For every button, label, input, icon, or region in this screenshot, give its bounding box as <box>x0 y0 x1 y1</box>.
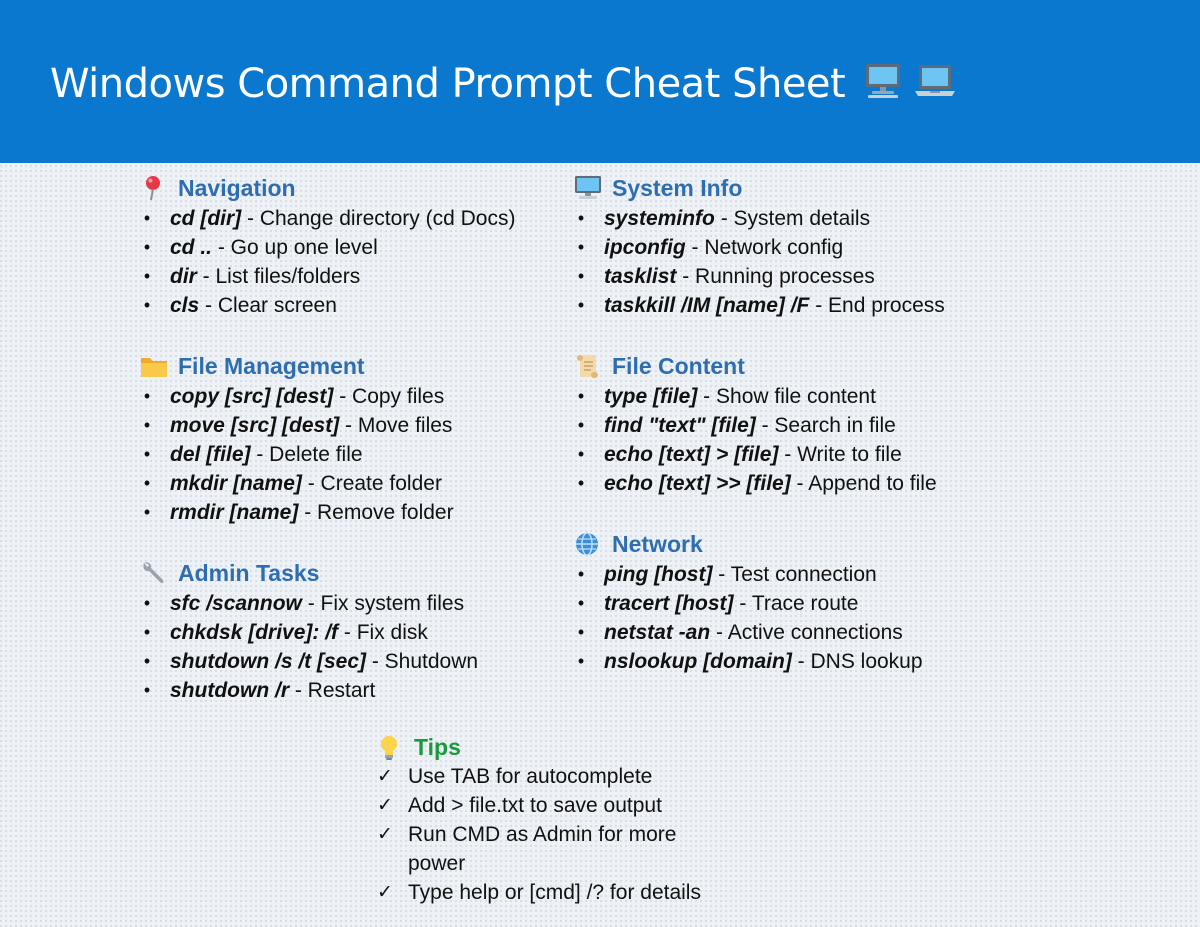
command: find "text" [file] <box>604 414 756 437</box>
description: - Show file content <box>697 385 876 408</box>
globe-icon <box>574 531 600 557</box>
description: - Network config <box>685 236 844 259</box>
command: rmdir [name] <box>170 501 299 524</box>
description: - Running processes <box>676 265 875 288</box>
section-title: Network <box>612 531 703 557</box>
description: - Delete file <box>250 443 363 466</box>
description: - Fix disk <box>338 621 428 644</box>
scroll-icon <box>574 353 600 379</box>
command: shutdown /r <box>170 679 289 702</box>
description: - Write to file <box>778 443 902 466</box>
page-title-text: Windows Command Prompt Cheat Sheet <box>50 61 846 107</box>
description: - Test connection <box>712 563 877 586</box>
description: - Move files <box>339 414 453 437</box>
description: - Create folder <box>301 472 442 495</box>
command: netstat -an <box>604 621 711 644</box>
command: cd [dir] <box>170 207 242 230</box>
command: tasklist <box>604 265 677 288</box>
desktop-computer-icon <box>574 175 601 201</box>
section-title: Admin Tasks <box>178 560 320 586</box>
tip-item: ✓Run CMD as Admin for more power <box>376 820 706 878</box>
command: taskkill /IM [name] /F <box>604 294 810 317</box>
section-title: File Content <box>612 353 745 379</box>
light-bulb-icon <box>376 734 402 760</box>
folder-icon <box>140 353 167 379</box>
description: - Copy files <box>333 385 445 408</box>
command: move [src] [dest] <box>170 414 340 437</box>
command: type [file] <box>604 385 698 408</box>
section-title: Tips <box>414 734 461 760</box>
command: dir <box>170 265 197 288</box>
command: echo [text] > [file] <box>604 443 779 466</box>
description: - Append to file <box>790 472 937 495</box>
command: chkdsk [drive]: /f <box>170 621 339 644</box>
description: - Remove folder <box>298 501 454 524</box>
command: echo [text] >> [file] <box>604 472 791 495</box>
description: - Clear screen <box>199 294 337 317</box>
page-title: Windows Command Prompt Cheat Sheet <box>50 58 957 113</box>
header-banner: Windows Command Prompt Cheat Sheet <box>0 0 1200 163</box>
description: - End process <box>809 294 945 317</box>
description: - Search in file <box>755 414 896 437</box>
command: systeminfo <box>604 207 715 230</box>
header-icons <box>853 59 957 114</box>
command: nslookup [domain] <box>604 650 792 673</box>
tips-list: ✓Use TAB for autocomplete ✓Add > file.tx… <box>376 762 706 907</box>
description: - Go up one level <box>212 236 378 259</box>
description: - Active connections <box>710 621 903 644</box>
description: - Shutdown <box>366 650 479 673</box>
command: copy [src] [dest] <box>170 385 334 408</box>
command: ipconfig <box>604 236 686 259</box>
checkmark-icon: ✓ <box>377 882 393 903</box>
description: - Trace route <box>733 592 859 615</box>
command: cls <box>170 294 200 317</box>
description: - Change directory (cd Docs) <box>241 207 516 230</box>
description: - DNS lookup <box>791 650 923 673</box>
section-title: Navigation <box>178 175 296 201</box>
checkmark-icon: ✓ <box>377 766 393 787</box>
wrench-icon <box>140 560 166 586</box>
section-tips: Tips ✓Use TAB for autocomplete ✓Add > fi… <box>376 732 706 907</box>
laptop-icon <box>913 60 957 113</box>
command: ping [host] <box>604 563 713 586</box>
tip-item: ✓Type help or [cmd] /? for details <box>376 878 706 907</box>
section-title: System Info <box>612 175 743 201</box>
section-title: File Management <box>178 353 365 379</box>
checkmark-icon: ✓ <box>377 795 393 816</box>
pushpin-icon <box>140 175 166 201</box>
command: mkdir [name] <box>170 472 302 495</box>
command: del [file] <box>170 443 251 466</box>
command: sfc /scannow <box>170 592 302 615</box>
description: - System details <box>714 207 871 230</box>
section-header: Tips <box>376 732 706 762</box>
command: cd .. <box>170 236 213 259</box>
description: - Fix system files <box>301 592 465 615</box>
desktop-computer-icon <box>863 60 903 113</box>
description: - Restart <box>289 679 376 702</box>
description: - List files/folders <box>196 265 361 288</box>
tip-item: ✓Add > file.txt to save output <box>376 791 706 820</box>
tip-item: ✓Use TAB for autocomplete <box>376 762 706 791</box>
checkmark-icon: ✓ <box>377 824 393 845</box>
command: tracert [host] <box>604 592 734 615</box>
command: shutdown /s /t [sec] <box>170 650 367 673</box>
